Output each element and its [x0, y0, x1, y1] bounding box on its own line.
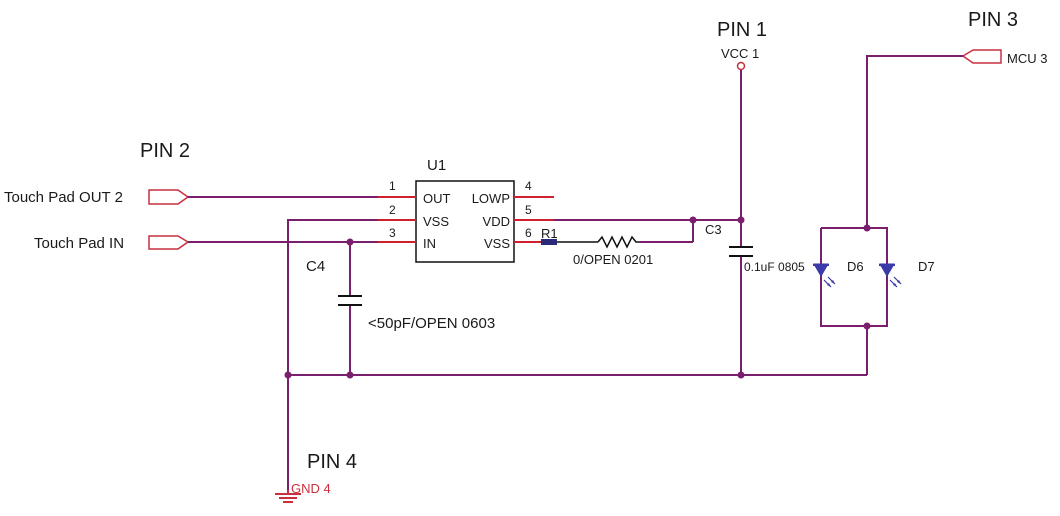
u1-ref-label: U1	[427, 157, 446, 174]
touch-out-port-connector	[148, 189, 190, 205]
junction-c4-in	[346, 238, 354, 246]
u1-pin5-number: 5	[525, 203, 532, 217]
u1-pin5-name: VDD	[483, 214, 510, 229]
touch-in-port-connector	[148, 235, 190, 250]
junction-c4-gnd	[346, 371, 354, 379]
r1-resistor-symbol	[597, 235, 640, 249]
pin2-header: PIN 2	[140, 140, 190, 162]
r1-value-label: 0/OPEN 0201	[573, 252, 653, 267]
r1-pad	[541, 239, 557, 245]
vcc-port-connector	[736, 61, 746, 71]
u1-pin6-number: 6	[525, 226, 532, 240]
r1-ref-label: R1	[541, 226, 558, 241]
vss-to-gnd-net-wire	[287, 219, 378, 490]
ground-symbol	[275, 490, 301, 503]
u1-pin6-name: VSS	[484, 236, 510, 251]
pin4-header: PIN 4	[307, 451, 357, 473]
u1-pin3-name: IN	[423, 236, 436, 251]
d7-ref-label: D7	[918, 259, 935, 274]
u1-pin4-number: 4	[525, 179, 532, 193]
touch-in-port-label: Touch Pad IN	[34, 235, 124, 252]
vcc-port-label: VCC 1	[721, 46, 759, 61]
u1-ic-body	[415, 180, 515, 263]
pin3-header: PIN 3	[968, 9, 1018, 31]
junction-gnd-left	[284, 371, 292, 379]
junction-r1-vdd	[689, 216, 697, 224]
u1-pin1-name: OUT	[423, 191, 451, 206]
u1-pin2-number: 2	[389, 203, 396, 217]
u1-pin2-name: VSS	[423, 214, 449, 229]
mcu-port-connector	[961, 49, 1002, 64]
c4-ref-label: C4	[306, 258, 325, 275]
gnd-port-label: GND 4	[291, 481, 331, 496]
c3-ref-label: C3	[705, 222, 722, 237]
c4-value-label: <50pF/OPEN 0603	[368, 315, 495, 332]
d6-ref-label: D6	[847, 259, 864, 274]
touch-out-port-label: Touch Pad OUT 2	[4, 189, 123, 206]
led-parallel-wire	[820, 227, 888, 327]
pin1-header: PIN 1	[717, 19, 767, 41]
d7-led-symbol	[879, 263, 902, 288]
u1-pin4-name: LOWP	[472, 191, 510, 206]
junction-c3-gnd	[737, 371, 745, 379]
u1-pin3-number: 3	[389, 226, 396, 240]
d6-led-symbol	[813, 263, 836, 288]
u1-pin1-number: 1	[389, 179, 396, 193]
junction-led-top	[863, 224, 871, 232]
junction-led-bottom	[863, 322, 871, 330]
mcu-port-label: MCU 3	[1007, 51, 1047, 66]
junction-vdd-vcc	[737, 216, 745, 224]
c3-value-label: 0.1uF 0805	[744, 260, 805, 274]
mcu-net-wire	[866, 55, 963, 228]
